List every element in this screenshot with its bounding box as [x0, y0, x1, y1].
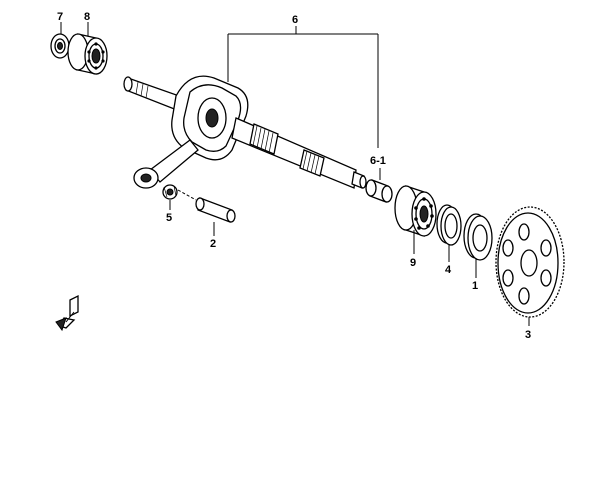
- part-2-crank-pin: [177, 189, 236, 223]
- part-4-oil-seal: [436, 204, 462, 246]
- callout-1: 1: [472, 280, 478, 292]
- callout-3: 3: [525, 329, 531, 341]
- callout-4: 4: [445, 264, 452, 276]
- callout-8: 8: [84, 11, 90, 23]
- part-6-1-bushing: [365, 179, 393, 203]
- part-1-washer: [463, 213, 493, 261]
- callout-6: 6: [292, 14, 298, 26]
- part-5-needle-bearing: [162, 184, 178, 200]
- part-3-starter-gear: [495, 206, 565, 318]
- front-direction-arrow-icon: [55, 294, 79, 332]
- part-9-bearing: [394, 185, 437, 237]
- part-6-crankshaft: [123, 75, 367, 189]
- callout-2: 2: [210, 238, 216, 250]
- callout-5: 5: [166, 212, 172, 224]
- callout-9: 9: [410, 257, 416, 269]
- callout-7: 7: [57, 11, 63, 23]
- callout-labels: 7 8 6 6-1 5 2 9 4 1 3: [57, 11, 531, 341]
- callout-6-1: 6-1: [370, 155, 386, 167]
- part-7-oil-seal: [50, 33, 70, 59]
- part-8-bearing: [67, 33, 108, 75]
- leader-lines: [60, 22, 530, 326]
